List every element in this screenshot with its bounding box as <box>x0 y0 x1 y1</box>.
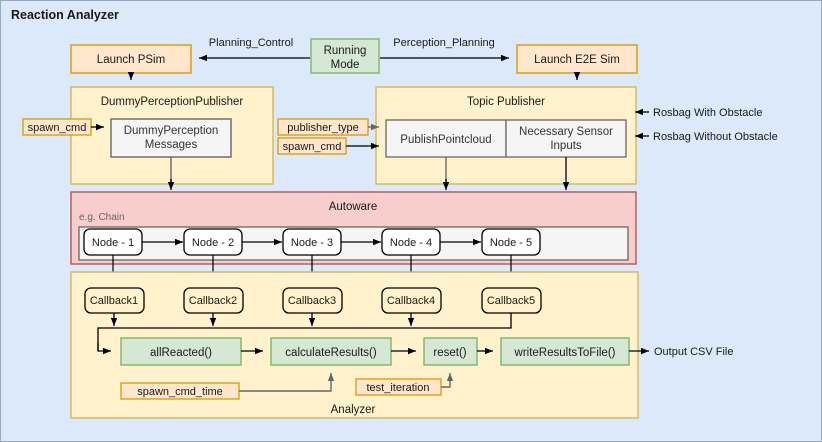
edge-label-perception-planning: Perception_Planning <box>393 37 495 49</box>
page-title: Reaction Analyzer <box>11 8 119 22</box>
node-write-results-to-file-label: writeResultsToFile() <box>514 347 616 359</box>
node-callback-2-label: Callback2 <box>189 295 237 307</box>
node-publish-pointcloud-label: PublishPointcloud <box>400 134 491 146</box>
node-dummy-perception-messages-line1: DummyPerception <box>124 125 219 137</box>
node-write-results-to-file[interactable] <box>500 337 630 366</box>
node-all-reacted-label: allReacted() <box>150 347 212 359</box>
param-test-iteration-label: test_iteration <box>367 382 430 394</box>
edge-test-iteration-to-reset <box>441 373 454 388</box>
node-chain-4-label: Node - 4 <box>390 237 432 249</box>
label-eg-chain: e.g. Chain <box>79 212 125 223</box>
edge-callback5-bus <box>97 313 512 351</box>
param-spawn-cmd-right-label: spawn_cmd <box>283 141 342 153</box>
node-chain-3-label: Node - 3 <box>291 237 333 249</box>
node-running-mode-label-line1: Running <box>324 45 367 57</box>
node-reset-label: reset() <box>433 347 466 359</box>
chain-container <box>78 226 629 261</box>
edge-bus-to-allreacted <box>97 343 111 355</box>
node-all-reacted[interactable] <box>120 337 242 366</box>
param-spawn-cmd-time-label: spawn_cmd_time <box>137 386 223 398</box>
edge-label-planning-control: Planning_Control <box>209 37 293 49</box>
node-calculate-results-label: calculateResults() <box>285 347 377 359</box>
group-dummy-perception-publisher-label: DummyPerceptionPublisher <box>101 96 244 108</box>
group-topic-publisher-label: Topic Publisher <box>467 96 545 108</box>
node-calculate-results[interactable] <box>270 337 392 366</box>
node-necessary-sensor-inputs-line2: Inputs <box>550 140 582 152</box>
node-necessary-sensor-inputs-line1: Necessary Sensor <box>519 126 613 138</box>
node-dummy-perception-messages[interactable] <box>110 118 232 158</box>
node-chain-5-label: Node - 5 <box>490 237 532 249</box>
edge-label-rosbag-without-obstacle: Rosbag Without Obstacle <box>653 131 778 143</box>
edge-label-rosbag-with-obstacle: Rosbag With Obstacle <box>653 107 762 119</box>
node-dummy-perception-messages-line2: Messages <box>145 139 198 151</box>
group-analyzer-label: Analyzer <box>331 404 376 416</box>
node-launch-e2e-sim-label: Launch E2E Sim <box>534 54 620 66</box>
node-publish-pointcloud[interactable] <box>385 119 507 158</box>
node-callback-4-label: Callback4 <box>387 295 435 307</box>
node-callback-3-label: Callback3 <box>288 295 336 307</box>
edge-spawn-cmd-time-to-calculate <box>239 373 335 392</box>
node-launch-psim-label: Launch PSim <box>97 54 165 66</box>
node-chain-2-label: Node - 2 <box>192 237 234 249</box>
node-running-mode[interactable] <box>310 38 380 74</box>
node-launch-psim[interactable] <box>70 44 192 74</box>
node-callback-1-label: Callback1 <box>90 295 138 307</box>
node-callback-5-label: Callback5 <box>487 295 535 307</box>
param-spawn-cmd-left-label: spawn_cmd <box>28 122 87 134</box>
group-autoware-label: Autoware <box>329 201 378 213</box>
node-running-mode-label-line2: Mode <box>331 59 360 71</box>
node-chain-1-label: Node - 1 <box>92 237 134 249</box>
param-publisher-type-label: publisher_type <box>287 122 359 134</box>
edge-label-output-csv-file: Output CSV File <box>654 346 733 358</box>
